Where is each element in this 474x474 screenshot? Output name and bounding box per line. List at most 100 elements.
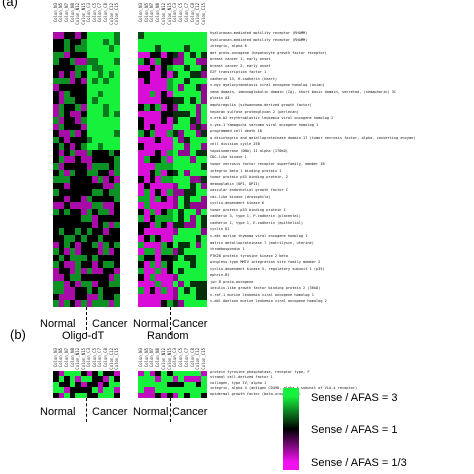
panel-a-right-cell	[189, 136, 196, 144]
panel-a-right-cell	[155, 58, 162, 66]
panel-a-right-cell	[189, 176, 196, 183]
panel-a-right-cell	[155, 90, 162, 98]
panel-b-right-heatmap	[138, 371, 208, 399]
panel-a-left-cell	[69, 221, 76, 229]
panel-a-right-cell	[184, 110, 191, 118]
panel-a-left-cell	[64, 110, 71, 118]
panel-a-right-cell	[201, 169, 208, 177]
panel-a-right-cell	[155, 228, 162, 236]
panel-b-right-cell	[201, 371, 208, 377]
panel-a-right-cell	[138, 287, 145, 295]
panel-b-left-cell	[92, 392, 98, 399]
panel-a-left-cell	[69, 136, 76, 144]
panel-b-right-cell	[138, 376, 145, 383]
panel-a-right-cell	[184, 195, 191, 203]
panel-a-left-cell	[69, 97, 76, 105]
panel-a-left-cell	[53, 123, 59, 131]
panel-a-left-cell	[58, 90, 65, 98]
panel-b-left-cell	[53, 371, 59, 377]
panel-b-left-cell	[58, 381, 65, 388]
panel-a-right-cell	[189, 234, 196, 242]
panel-a-right-cell	[166, 143, 173, 151]
panel-a-left-cell	[92, 64, 98, 72]
panel-a-right-cell	[189, 267, 196, 275]
panel-a-left-cell	[53, 77, 59, 85]
panel-a-right-cell	[161, 149, 168, 157]
panel-a-left-cell	[108, 71, 115, 79]
panel-a-left-cell	[103, 110, 110, 118]
panel-b-right-cell	[166, 387, 173, 393]
panel-a-right-cell	[195, 77, 202, 85]
column-header: Colon_N7	[149, 3, 155, 23]
panel-a-left-cell	[86, 136, 93, 144]
panel-a-left-cell	[114, 77, 121, 85]
panel-a-left-cell	[53, 143, 59, 151]
panel-a-left-cell	[97, 195, 104, 203]
panel-a-right-cell	[143, 162, 150, 170]
panel-a-right-cell	[138, 300, 145, 308]
panel-a-left-cell	[75, 77, 82, 85]
panel-a-right-cell	[178, 267, 185, 275]
column-header: Colon_C7	[97, 3, 103, 23]
column-header: Colon_C5	[178, 348, 184, 368]
panel-a-right-cell	[178, 64, 185, 72]
panel-a-right-cell	[189, 241, 196, 249]
panel-a-left-cell	[114, 274, 121, 282]
panel-a-left-cell	[86, 274, 93, 282]
panel-a-left-cell	[75, 202, 82, 210]
panel-a-right-cell	[149, 162, 156, 170]
panel-a-right-cell	[166, 274, 173, 282]
panel-a-left-cell	[114, 136, 121, 144]
panel-a-left-cell	[64, 45, 71, 52]
panel-a-right-cell	[149, 169, 156, 177]
panel-a-left-cell	[53, 51, 59, 59]
column-header: Colon_C12	[195, 348, 201, 370]
panel-a-left-cell	[75, 280, 82, 288]
panel-a-left-cell	[86, 267, 93, 275]
panel-a-right-cell	[161, 221, 168, 229]
panel-a-left-cell	[114, 267, 121, 275]
panel-a-left-cell	[69, 300, 76, 308]
panel-b-left-cell	[114, 387, 121, 393]
panel-b-right-cell	[166, 392, 173, 399]
panel-a-right-cell	[166, 104, 173, 111]
panel-b-right-cell	[161, 381, 168, 388]
panel-b-left-cell	[69, 371, 76, 377]
panel-a-left-cell	[97, 64, 104, 72]
column-header: Colon_N3	[137, 3, 143, 23]
panel-a-right-cell	[172, 90, 179, 98]
panel-a-right-cell	[161, 261, 168, 268]
panel-a-left-cell	[53, 169, 59, 177]
panel-a-left-cell	[58, 274, 65, 282]
panel-a-right-cell	[195, 202, 202, 210]
panel-a-right-cell	[161, 293, 168, 301]
column-header: Colon_N7	[149, 348, 155, 368]
panel-a-right-cell	[184, 38, 191, 46]
gene-label: jun B proto-oncogene	[210, 279, 254, 284]
panel-a-left-cell	[108, 208, 115, 216]
panel-b-right-cell	[201, 387, 208, 393]
panel-a-label: (a)	[2, 0, 18, 9]
gene-label: cyclin-dependent kinase 6	[210, 201, 265, 206]
panel-a-left-cell	[86, 64, 93, 72]
panel-a-left-cell	[53, 287, 59, 295]
panel-a-left-cell	[69, 104, 76, 111]
panel-a-right-cell	[189, 261, 196, 268]
panel-a-right-cell	[195, 189, 202, 196]
panel-a-right-cell	[143, 280, 150, 288]
panel-a-right-cell	[161, 64, 168, 72]
panel-a-left-cell	[108, 104, 115, 111]
panel-a-left-cell	[64, 104, 71, 111]
panel-a-left-cell	[80, 51, 87, 59]
panel-a-left-cell	[92, 71, 98, 79]
panel-a-left-cell	[75, 234, 82, 242]
panel-a-left-cell	[75, 287, 82, 295]
gene-label: wingless-type MMTV integration site fami…	[210, 260, 321, 265]
column-header: Colon_C15	[114, 3, 120, 25]
panel-a-right-cell	[195, 169, 202, 177]
panel-a-right-cell	[195, 300, 202, 308]
gene-label: CDC-like kinase 1	[210, 155, 247, 160]
panel-a-right-cell	[161, 104, 168, 111]
panel-a-left-cell	[114, 149, 121, 157]
panel-a-left-cell	[114, 234, 121, 242]
